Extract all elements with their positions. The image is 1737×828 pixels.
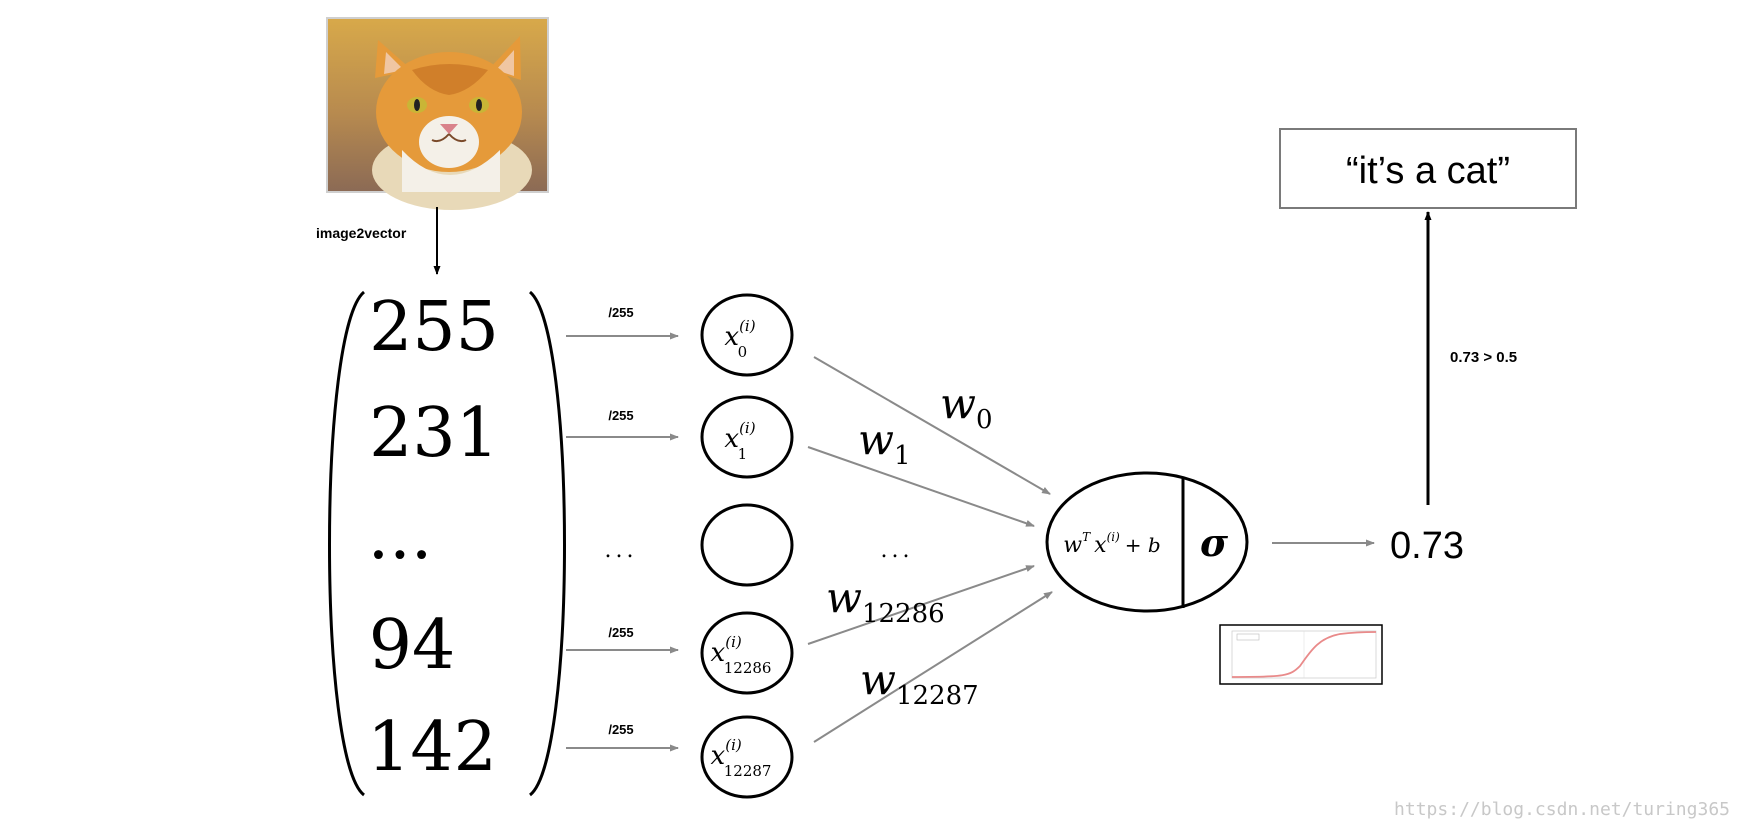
vector-value: 94: [369, 606, 456, 685]
normalize-label: /255: [608, 408, 633, 423]
row-ellipsis: ...: [605, 538, 638, 563]
normalize-arrows: [566, 332, 679, 752]
input-nodes: [700, 293, 794, 799]
sigmoid-thumbnail: [1219, 624, 1383, 685]
result-label: “it’s a cat”: [1346, 150, 1510, 192]
weight-edges: [807, 356, 1053, 743]
neuron-body: [1045, 471, 1249, 613]
weight-edge: [807, 446, 1035, 527]
middle-ellipsis: ...: [881, 538, 914, 563]
vector-value: ...: [368, 496, 433, 575]
weight-label: w1: [858, 415, 911, 471]
input-node: [700, 611, 794, 695]
cat-illustration: [372, 36, 532, 210]
weight-label: w12286: [826, 573, 945, 629]
input-node-label: x(i)12286: [711, 633, 772, 677]
vector-value: 142: [367, 708, 497, 787]
sigmoid-legend: [1236, 633, 1260, 641]
input-node: [700, 715, 794, 799]
input-node: [700, 503, 794, 587]
input-node: [700, 395, 794, 479]
vector-value: 231: [369, 394, 499, 473]
weight-label: w12287: [860, 655, 979, 711]
vector-right-paren: [528, 290, 566, 797]
input-node: [700, 293, 794, 377]
weight-edge: [807, 565, 1035, 645]
result-box: [1279, 128, 1577, 209]
normalize-label: /255: [608, 722, 633, 737]
sigmoid-curve: [1231, 631, 1377, 678]
normalize-label: /255: [608, 305, 633, 320]
input-node-label: x(i)12287: [711, 736, 772, 780]
input-node-label: x(i)1: [724, 419, 755, 463]
vector-value: 255: [369, 288, 499, 367]
vector-left-paren: [328, 290, 366, 797]
cat-image: [326, 17, 549, 210]
output-value: 0.73: [1390, 525, 1464, 567]
neuron-activation: σ: [1200, 520, 1229, 565]
weight-edge: [813, 356, 1051, 495]
weight-label: w0: [940, 379, 993, 435]
weight-edge: [813, 591, 1053, 743]
input-node-label: x(i)0: [724, 317, 755, 361]
threshold-label: 0.73 > 0.5: [1450, 349, 1517, 366]
watermark: https://blog.csdn.net/turing365: [1394, 799, 1730, 820]
image2vector-label: image2vector: [316, 225, 407, 241]
normalize-label: /255: [608, 625, 633, 640]
